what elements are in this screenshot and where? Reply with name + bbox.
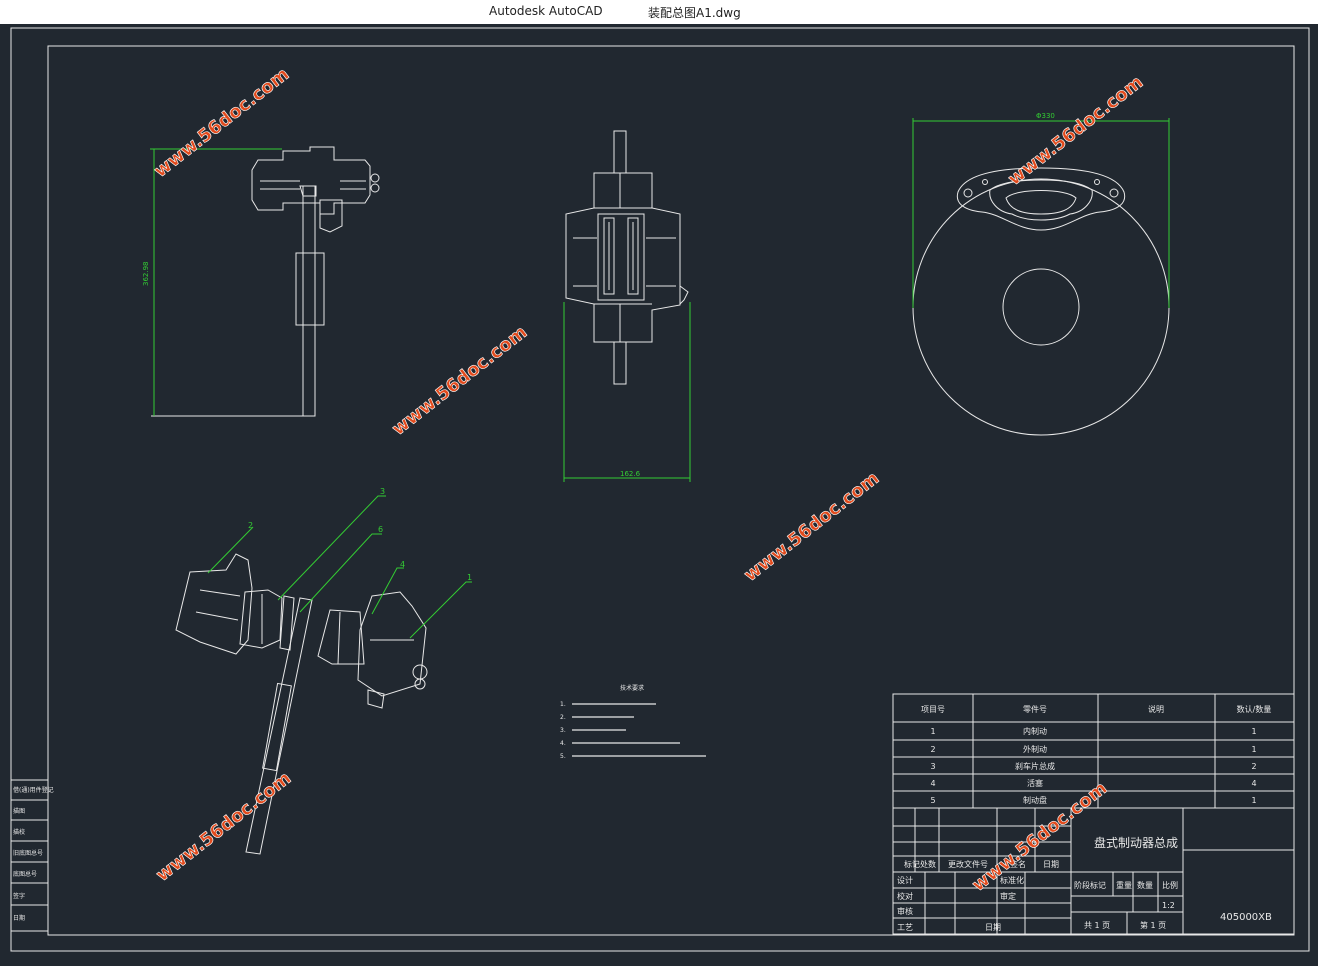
leader-3: 3 xyxy=(380,487,385,496)
qty-label: 数量 xyxy=(1137,880,1153,890)
exploded-view xyxy=(175,553,428,855)
top-view xyxy=(565,130,689,385)
watermark-5: www.56doc.com xyxy=(152,768,295,886)
leader-1: 1 xyxy=(467,573,472,582)
strip-date: 日期 xyxy=(13,914,25,922)
parts-row-4-qty: 4 xyxy=(1251,779,1256,788)
sign-process: 工艺 xyxy=(897,923,913,932)
tech-notes-title: 技术要求 xyxy=(620,684,644,692)
parts-row-3-no: 3 xyxy=(930,762,935,771)
tech-notes: 技术要求 1. 2. 3. 4. 5. xyxy=(560,684,644,760)
tech-note-4: 4. xyxy=(560,740,566,747)
sign-design: 设计 xyxy=(897,875,913,885)
strip-old-base: 旧底图总号 xyxy=(13,849,43,857)
watermark-4: www.56doc.com xyxy=(740,468,883,586)
parts-row-1-name: 内制动 xyxy=(1023,726,1047,736)
strip-sign: 签字 xyxy=(13,892,25,900)
dimension-lines xyxy=(150,118,1170,639)
standardize-label: 标准化 xyxy=(1000,875,1024,885)
drawing-canvas[interactable]: 362.98 162.6 Φ330 1 2 3 4 6 技术要求 1. 2. 3… xyxy=(0,24,1318,962)
parts-header-no: 项目号 xyxy=(921,705,945,714)
parts-header-desc: 说明 xyxy=(1148,704,1164,714)
parts-row-5-qty: 1 xyxy=(1251,796,1256,805)
parts-row-5-name: 制动盘 xyxy=(1023,795,1047,805)
rev-header-mark: 标记 xyxy=(904,859,920,869)
strip-base: 底图总号 xyxy=(13,870,37,878)
parts-row-4-name: 活塞 xyxy=(1027,778,1043,788)
parts-header-qty: 数认/数量 xyxy=(1237,704,1272,714)
parts-header-name: 零件号 xyxy=(1023,704,1047,714)
rev-header-sign: 签名 xyxy=(1010,859,1026,869)
scale-value: 1:2 xyxy=(1162,901,1175,910)
leader-6: 6 xyxy=(378,525,383,534)
rev-header-date: 日期 xyxy=(1043,860,1059,869)
parts-row-3-name: 刹车片总成 xyxy=(1015,761,1055,771)
sign-check: 校对 xyxy=(897,891,913,901)
app-title: Autodesk AutoCAD xyxy=(489,4,603,18)
scale-label: 比例 xyxy=(1162,880,1178,890)
watermark-3: www.56doc.com xyxy=(1004,72,1147,190)
rev-header-count: 处数 xyxy=(920,859,936,869)
tech-note-1: 1. xyxy=(560,701,566,708)
front-view xyxy=(912,167,1170,436)
parts-row-2-name: 外制动 xyxy=(1023,744,1047,754)
title-block-grid xyxy=(892,693,1295,935)
parts-row-3-qty: 2 xyxy=(1251,762,1256,771)
dimension-height: 362.98 xyxy=(142,262,150,287)
drawing-code: 405000XB xyxy=(1220,912,1272,923)
side-view xyxy=(151,146,380,417)
drawing-svg[interactable]: 362.98 162.6 Φ330 1 2 3 4 6 技术要求 1. 2. 3… xyxy=(0,24,1318,962)
rev-header-doc: 更改文件号 xyxy=(948,859,988,869)
watermark-2: www.56doc.com xyxy=(388,322,531,440)
strip-register: 借(通)用件登记 xyxy=(13,786,54,794)
dimension-diameter: Φ330 xyxy=(1036,112,1055,120)
outer-frame xyxy=(10,27,1310,952)
dimension-width: 162.6 xyxy=(620,470,641,478)
parts-row-4-no: 4 xyxy=(930,779,935,788)
date-label: 日期 xyxy=(985,923,1001,932)
approve-label: 审定 xyxy=(1000,891,1016,901)
strip-trace-check: 描校 xyxy=(13,828,25,836)
leader-4: 4 xyxy=(400,560,405,569)
drawing-name: 盘式制动器总成 xyxy=(1094,835,1178,850)
sign-review: 审核 xyxy=(897,906,913,916)
parts-row-1-no: 1 xyxy=(930,727,935,736)
document-title[interactable]: 装配总图A1.dwg xyxy=(648,6,741,20)
parts-row-2-no: 2 xyxy=(930,745,935,754)
stage-label: 阶段标记 xyxy=(1074,880,1106,890)
parts-row-1-qty: 1 xyxy=(1251,727,1256,736)
inner-frame xyxy=(47,45,1295,936)
leader-2: 2 xyxy=(248,521,253,530)
sheet-number: 第 1 页 xyxy=(1140,920,1166,930)
parts-row-2-qty: 1 xyxy=(1251,745,1256,754)
tech-note-3: 3. xyxy=(560,727,566,734)
total-sheets: 共 1 页 xyxy=(1084,921,1110,930)
tech-note-lines xyxy=(572,703,706,757)
strip-trace: 描图 xyxy=(13,807,25,815)
weight-label: 重量 xyxy=(1116,880,1132,890)
tech-note-5: 5. xyxy=(560,753,566,760)
tech-note-2: 2. xyxy=(560,714,566,721)
window-titlebar: Autodesk AutoCAD 装配总图A1.dwg xyxy=(0,0,1318,24)
left-strip xyxy=(10,779,49,932)
parts-row-5-no: 5 xyxy=(930,796,935,805)
watermark-1: www.56doc.com xyxy=(150,64,293,182)
